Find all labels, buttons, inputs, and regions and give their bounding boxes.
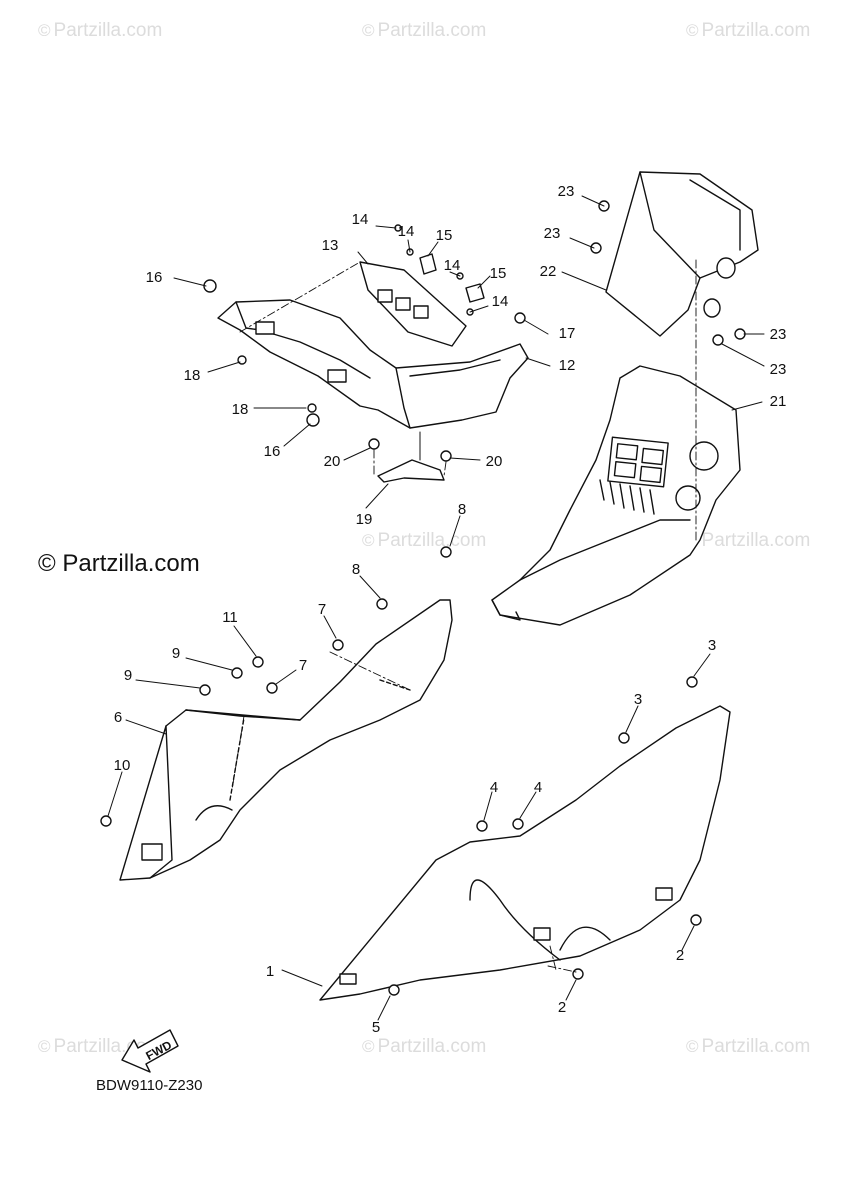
part-1-side-cover — [319, 705, 731, 1001]
brand-text: © Partzilla.com — [38, 550, 200, 577]
watermark: ©Partzilla.com — [362, 20, 487, 41]
callout-23: 23 — [770, 326, 787, 343]
part-15-clip — [465, 283, 485, 303]
watermark: ©Partzilla.com — [686, 1036, 811, 1057]
callouts: 23 23 22 23 23 21 14 14 15 13 14 15 14 1… — [114, 183, 787, 1036]
callout-8: 8 — [458, 501, 466, 518]
watermark: ©Partzilla.com — [38, 20, 163, 41]
callout-20: 20 — [486, 453, 503, 470]
callout-23: 23 — [544, 225, 561, 242]
callout-16: 16 — [146, 269, 163, 286]
callout-8: 8 — [352, 561, 360, 578]
callout-12: 12 — [559, 357, 576, 374]
callout-14: 14 — [444, 257, 461, 274]
callout-21: 21 — [770, 393, 787, 410]
callout-14: 14 — [492, 293, 509, 310]
callout-9: 9 — [124, 667, 132, 684]
watermark: ©Partzilla.com — [362, 1036, 487, 1057]
fwd-arrow-icon — [121, 1029, 179, 1073]
callout-14: 14 — [398, 223, 415, 240]
callout-20: 20 — [324, 453, 341, 470]
callout-15: 15 — [436, 227, 453, 244]
callout-14: 14 — [352, 211, 369, 228]
callout-5: 5 — [372, 1019, 380, 1036]
callout-3: 3 — [634, 691, 642, 708]
part-13-plate — [359, 261, 467, 347]
callout-11: 11 — [222, 609, 238, 626]
part-6-side-cover — [119, 599, 453, 881]
reference-lines — [231, 259, 697, 973]
callout-4: 4 — [534, 779, 542, 796]
watermark: ©Partzilla.com — [686, 20, 811, 41]
callout-10: 10 — [114, 757, 131, 774]
callout-16: 16 — [264, 443, 281, 460]
callout-13: 13 — [322, 237, 339, 254]
callout-3: 3 — [708, 637, 716, 654]
callout-22: 22 — [540, 263, 557, 280]
diagram-code: BDW9110-Z230 — [96, 1077, 203, 1094]
callout-19: 19 — [356, 511, 373, 528]
callout-2: 2 — [676, 947, 684, 964]
callout-9: 9 — [172, 645, 180, 662]
part-12-panel — [217, 299, 529, 429]
callout-6: 6 — [114, 709, 122, 726]
callout-4: 4 — [490, 779, 498, 796]
callout-23: 23 — [558, 183, 575, 200]
callout-2: 2 — [558, 999, 566, 1016]
callout-23: 23 — [770, 361, 787, 378]
part-22-cover — [605, 171, 759, 337]
watermark: ©Partzilla.com — [362, 530, 487, 551]
callout-17: 17 — [559, 325, 576, 342]
callout-7: 7 — [318, 601, 326, 618]
part-21-cover — [491, 365, 741, 626]
leader-lines — [107, 195, 765, 1021]
callout-18: 18 — [232, 401, 249, 418]
callout-15: 15 — [490, 265, 507, 282]
callout-1: 1 — [266, 963, 274, 980]
fasteners — [100, 200, 746, 996]
part-19-bracket — [377, 459, 445, 483]
callout-18: 18 — [184, 367, 201, 384]
part-15-clip — [419, 253, 437, 275]
callout-7: 7 — [299, 657, 307, 674]
